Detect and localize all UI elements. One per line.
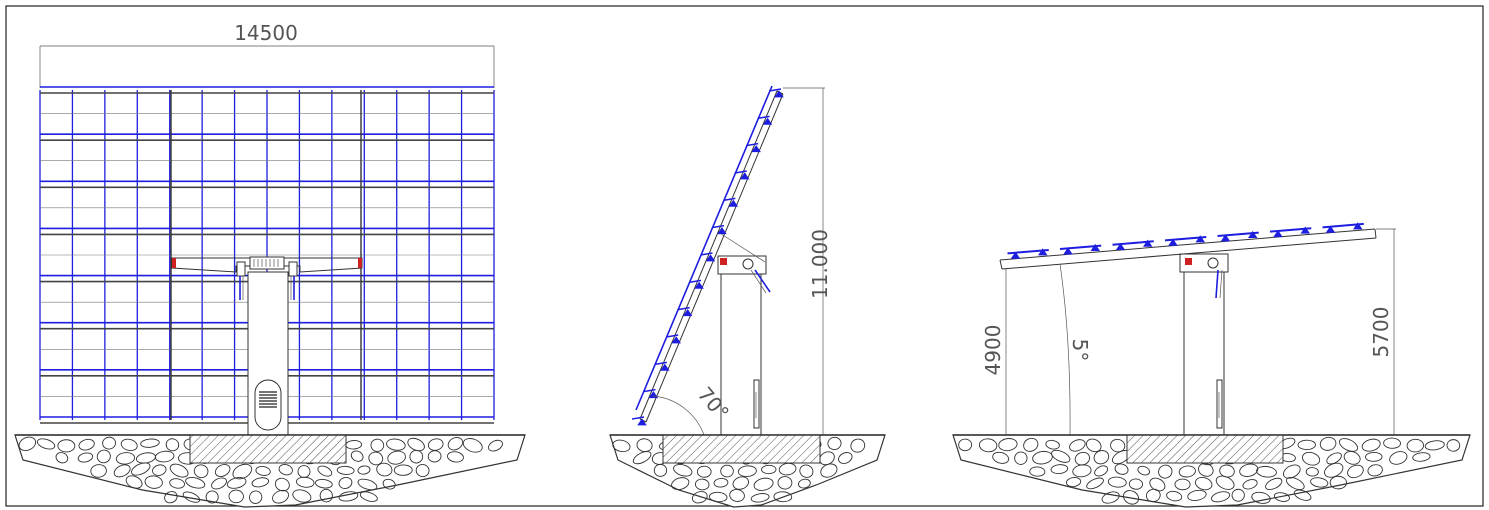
height-dimension: 11.000 (783, 87, 832, 435)
right-height-label: 5700 (1369, 307, 1393, 358)
tracker-head-flat (1179, 253, 1229, 299)
panel-array-flat (999, 222, 1377, 270)
width-dimension: 14500 (39, 21, 495, 88)
height-dimension-label: 11.000 (808, 229, 832, 299)
width-dimension-label: 14500 (234, 21, 298, 45)
side-view-tilted: 11.000 70° (609, 85, 886, 508)
left-height-dimension: 4900 (981, 268, 1007, 435)
ground-side (609, 434, 886, 508)
left-height-label: 4900 (981, 325, 1005, 376)
front-view: 14500 (14, 21, 526, 508)
slope-angle-dimension: 5° (1059, 263, 1092, 436)
slope-angle-label: 5° (1068, 339, 1092, 362)
side-view-flat: 4900 5° 5700 (952, 222, 1471, 508)
pillar-front (247, 271, 289, 436)
right-height-dimension: 5700 (1369, 228, 1396, 435)
tracker-head-side (717, 231, 771, 294)
ground-front (14, 434, 526, 508)
crossbeam (171, 256, 363, 300)
panel-array-tilted (631, 85, 784, 426)
ground-flat (952, 434, 1471, 508)
